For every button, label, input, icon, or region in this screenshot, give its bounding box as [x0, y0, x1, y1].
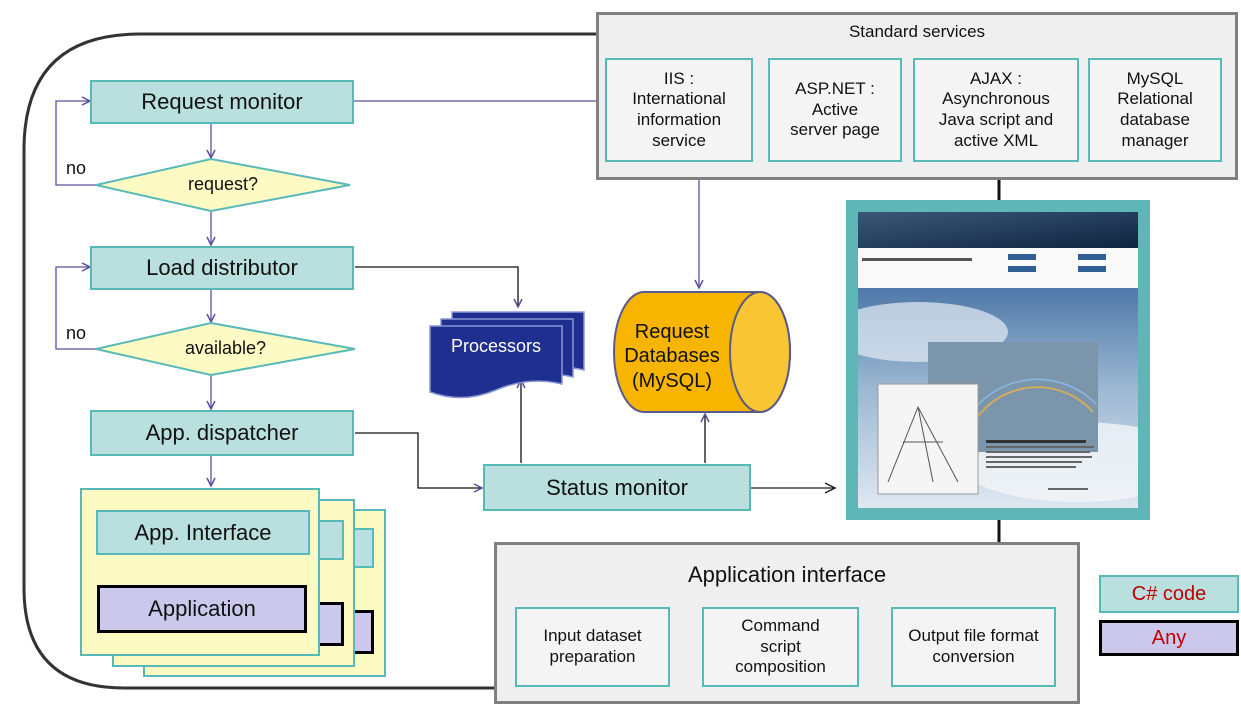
- service-iis: IIS : International information service: [605, 58, 753, 162]
- step-output-format: Output file format conversion: [891, 607, 1056, 687]
- application-box: Application: [97, 585, 307, 633]
- service-mysql: MySQL Relational database manager: [1088, 58, 1222, 162]
- processors-shape: [429, 311, 585, 399]
- legend-any: Any: [1099, 620, 1239, 656]
- web-page-image: [858, 212, 1138, 508]
- processors-label: Processors: [450, 336, 542, 356]
- no-label-available: no: [66, 323, 87, 343]
- service-aspnet: ASP.NET : Active server page: [768, 58, 902, 162]
- service-ajax: AJAX : Asynchronous Java script and acti…: [913, 58, 1079, 162]
- available-decision-label: available?: [184, 338, 267, 358]
- step-input-dataset: Input dataset preparation: [515, 607, 670, 687]
- request-decision-label: request?: [187, 174, 259, 194]
- standard-services-title: Standard services: [848, 22, 986, 41]
- request-monitor-box: Request monitor: [90, 80, 354, 124]
- app-interface-box: App. Interface: [96, 510, 310, 555]
- system-outline: [22, 32, 598, 690]
- status-monitor-box: Status monitor: [483, 464, 751, 511]
- web-page-screenshot: [846, 200, 1150, 520]
- application-interface-title: Application interface: [687, 562, 887, 587]
- app-dispatcher-box: App. dispatcher: [90, 410, 354, 456]
- available-decision-shape: [95, 321, 356, 377]
- legend-csharp: C# code: [1099, 575, 1239, 613]
- request-decision-shape: [95, 157, 351, 213]
- database-label: Request Databases (MySQL): [624, 321, 720, 392]
- load-distributor-box: Load distributor: [90, 246, 354, 290]
- no-label-request: no: [66, 158, 87, 178]
- database-shape: [613, 291, 791, 413]
- step-command-script: Command script composition: [702, 607, 859, 687]
